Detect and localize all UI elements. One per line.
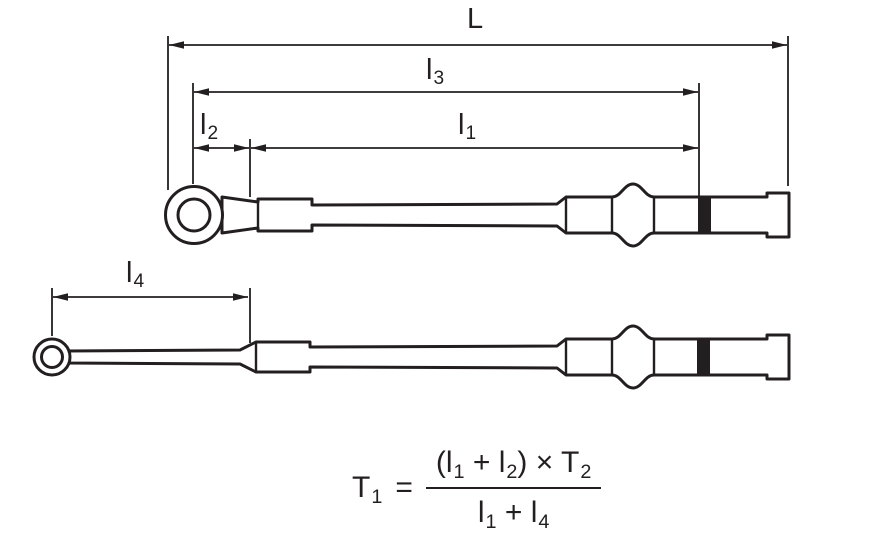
- dimension-l1: [251, 144, 698, 152]
- formula-fraction: (l1 + l2) × T2 l1 + l4: [425, 446, 602, 531]
- arrow-left-icon: [194, 144, 209, 152]
- torque-formula: T1 = (l1 + l2) × T2 l1 + l4: [352, 446, 602, 531]
- dimension-l2: [194, 139, 251, 197]
- scale-mark-band: [697, 339, 710, 375]
- formula-numerator: (l1 + l2) × T2: [435, 446, 592, 483]
- formula-equals: =: [395, 471, 413, 504]
- dimension-l4: [51, 288, 251, 343]
- dimension-l3: [192, 83, 700, 196]
- wrench-body: [64, 324, 791, 390]
- ring-head-hole: [176, 197, 212, 233]
- label-l4: l4: [126, 257, 145, 293]
- label-l3: l3: [426, 54, 445, 90]
- wrench-top: [164, 182, 791, 248]
- arrow-left-icon: [251, 144, 266, 152]
- ring-head-hole: [40, 345, 64, 369]
- formula-lhs: T1: [352, 471, 383, 508]
- dimension-L: [167, 36, 789, 190]
- wrench-bottom: [32, 324, 791, 390]
- arrow-right-icon: [683, 88, 698, 96]
- formula-denominator: l1 + l4: [425, 487, 602, 531]
- arrow-right-icon: [683, 144, 698, 152]
- label-L: L: [467, 3, 484, 35]
- label-l1: l1: [458, 109, 477, 145]
- label-l2: l2: [200, 109, 219, 145]
- arrow-left-icon: [194, 88, 209, 96]
- arrow-right-icon: [772, 41, 787, 49]
- wrench-body: [220, 182, 791, 248]
- scale-mark-band: [698, 197, 711, 233]
- arrow-right-icon: [234, 144, 249, 152]
- arrow-left-icon: [169, 41, 184, 49]
- arrow-right-icon: [233, 293, 248, 301]
- arrow-left-icon: [53, 293, 68, 301]
